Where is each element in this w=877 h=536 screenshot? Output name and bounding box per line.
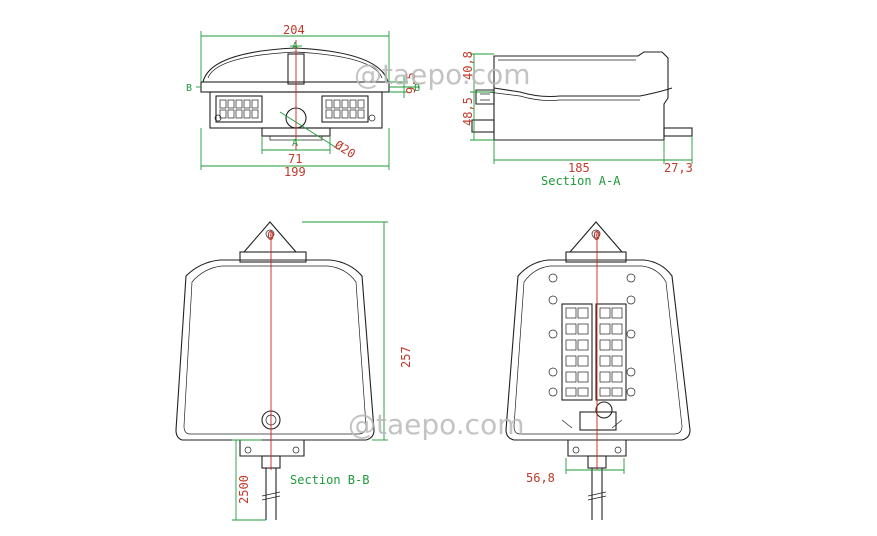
section-mark-bottom: A	[292, 138, 298, 149]
inside-view	[505, 221, 691, 520]
dim-length: 185	[568, 161, 590, 175]
caption-section-b-b: Section B-B	[290, 473, 369, 487]
dim-base-width: 199	[284, 165, 306, 179]
dim-offset: 56,8	[526, 471, 555, 485]
dim-height: 9.5	[404, 72, 418, 94]
side-view	[470, 51, 693, 164]
dim-hole: Ø20	[332, 138, 358, 161]
caption-section-a-a: Section A-A	[541, 174, 621, 188]
section-mark-side-left: B	[186, 83, 192, 94]
watermark-top: @taepo.com	[354, 58, 530, 91]
dim-upper: 40,8	[461, 51, 475, 80]
dim-lower: 48,5	[461, 97, 475, 126]
watermark-bottom: @taepo.com	[348, 408, 524, 441]
top-view	[196, 31, 420, 170]
section-mark-side-right: B	[414, 83, 420, 94]
front-center-mark: 0	[267, 229, 274, 243]
front-view	[175, 221, 388, 521]
dim-inner: 71	[288, 152, 302, 166]
section-mark-top: A	[292, 41, 298, 52]
dim-front-height: 257	[399, 346, 413, 368]
inside-center-mark: 0	[593, 229, 600, 243]
dim-cable-length: 2500	[237, 475, 251, 504]
dim-extra: 27,3	[664, 161, 693, 175]
dim-overall-width: 204	[283, 23, 305, 37]
